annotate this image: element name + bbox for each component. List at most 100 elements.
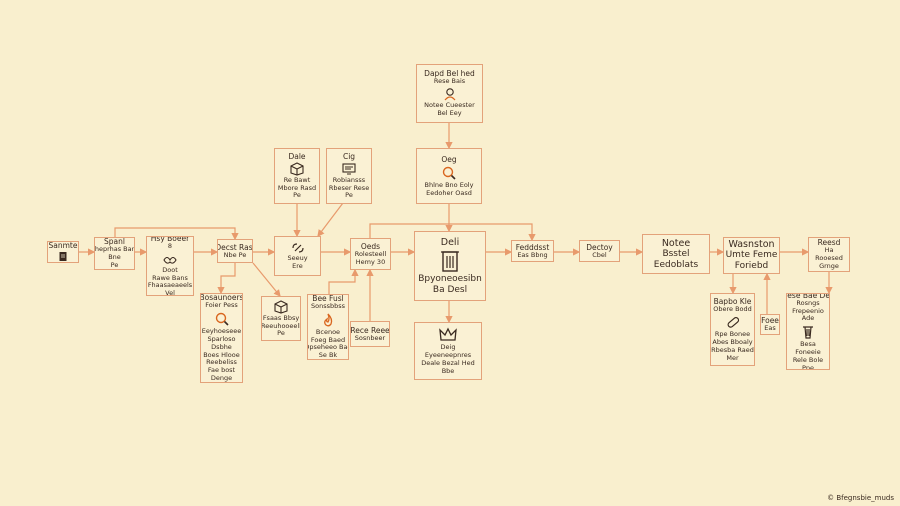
node-label: Reeuhooeell xyxy=(261,321,301,330)
node-spanl: SpanlSheprhas BantBnePe xyxy=(94,237,135,270)
person-icon xyxy=(443,87,457,101)
node-label: Bcenoe xyxy=(315,327,341,336)
node-label: Rele Bole xyxy=(792,355,824,364)
node-label: Denge xyxy=(210,373,233,382)
node-label: Eedoblats xyxy=(653,259,699,270)
document-icon xyxy=(58,251,68,262)
node-label: Reesd xyxy=(817,238,841,248)
node-label: Bese Bae Des xyxy=(787,293,830,300)
node-label: Notee xyxy=(661,237,691,249)
node-label: Vel xyxy=(165,289,175,296)
node-label: Oeds xyxy=(360,241,381,251)
node-label: Frepeenio xyxy=(792,306,824,315)
node-label: Sheprhas Bant xyxy=(94,245,134,254)
node-label: Ha xyxy=(824,246,834,255)
connector-arrow xyxy=(369,223,536,242)
pill-icon xyxy=(725,314,741,330)
node-label: Hemy 30 xyxy=(355,257,386,266)
node-label: Rece Reee xyxy=(350,325,390,335)
node-label: Dpseheeo Bad xyxy=(307,343,348,352)
node-label: Ade xyxy=(801,314,815,323)
node-label: Rolesteell xyxy=(354,249,387,258)
node-label: Robiansss xyxy=(332,175,366,184)
node-label: Rosngs xyxy=(796,298,820,307)
node-label: Notee Cueester xyxy=(424,101,475,110)
node-label: Mbore Rasd xyxy=(277,183,317,192)
node-label: Sparloso xyxy=(207,334,236,343)
node-label: Rbeser Rese xyxy=(328,183,370,192)
link-icon xyxy=(290,242,306,254)
node-label: Sanmte xyxy=(48,241,78,250)
hands-icon xyxy=(162,252,178,266)
node-label: Eas Bbng xyxy=(517,250,548,259)
node-label: Foriebd xyxy=(734,261,769,272)
node-label: Dapd Bel hed xyxy=(424,69,475,79)
monitor-icon xyxy=(341,162,357,176)
node-label: Ppe xyxy=(801,363,815,370)
node-label: Seeuy xyxy=(287,254,308,263)
node-label: Sonssbbss xyxy=(310,302,346,311)
node-lower8: Bese Bae DesRosngsFrepeenioAdeBesaFoneei… xyxy=(786,293,830,370)
node-label: Sosnbeer xyxy=(354,333,386,342)
node-start: Sanmte xyxy=(47,241,79,263)
flame-icon xyxy=(321,312,335,328)
trash-icon xyxy=(801,324,815,340)
node-label: Dectoy xyxy=(586,242,613,252)
connector-arrow xyxy=(217,263,236,295)
node-label: Foeg Baed xyxy=(310,335,346,344)
node-label: Foier Pess xyxy=(205,301,238,310)
node-label: Cig xyxy=(342,151,356,161)
node-label: Wasnston xyxy=(728,239,775,251)
node-label: Foee xyxy=(761,316,779,326)
node-label: Mer xyxy=(726,353,739,362)
node-label: Fae bost xyxy=(207,366,236,375)
node-label: Cbel xyxy=(592,250,607,259)
node-label: Deig xyxy=(440,343,456,352)
node-label: Boes Hlooe xyxy=(203,350,240,359)
node-label: Eeyhoeseee xyxy=(201,327,242,336)
node-label: Se Bk xyxy=(318,351,338,360)
node-label: Bel Eey xyxy=(437,108,462,117)
node-label: Pe xyxy=(345,191,353,200)
node-label: Abes Bboaly xyxy=(712,338,753,347)
node-label: Rawe Bans xyxy=(152,273,188,282)
node-label: Eyeeneepnres xyxy=(424,351,472,360)
node-label: Bosaunoers xyxy=(200,293,243,303)
server-icon xyxy=(439,249,461,273)
node-label: Fsaas Bbsy xyxy=(262,313,300,322)
box-icon xyxy=(273,300,289,314)
corner-watermark: © Bfegnsbie_muds xyxy=(827,494,894,502)
connector-arrow xyxy=(114,227,239,241)
crown-icon xyxy=(438,327,458,343)
node-label: Umte Feme xyxy=(725,250,778,261)
node-label: Ere xyxy=(292,262,303,270)
magnifier-icon xyxy=(441,165,457,181)
node-label: Bbe xyxy=(441,366,455,375)
node-label: Bee Fusl xyxy=(312,294,344,304)
node-label: Obere Bodd xyxy=(713,304,752,313)
node-label: 8 xyxy=(167,242,173,251)
node-label: Decst Rasl xyxy=(217,242,253,252)
node-label: Pe xyxy=(110,260,119,269)
node-label: Pe xyxy=(293,191,301,200)
node-label: Hsy Boeer xyxy=(150,236,190,244)
magnifier-icon xyxy=(214,311,230,327)
node-label: Spanl xyxy=(104,237,125,247)
